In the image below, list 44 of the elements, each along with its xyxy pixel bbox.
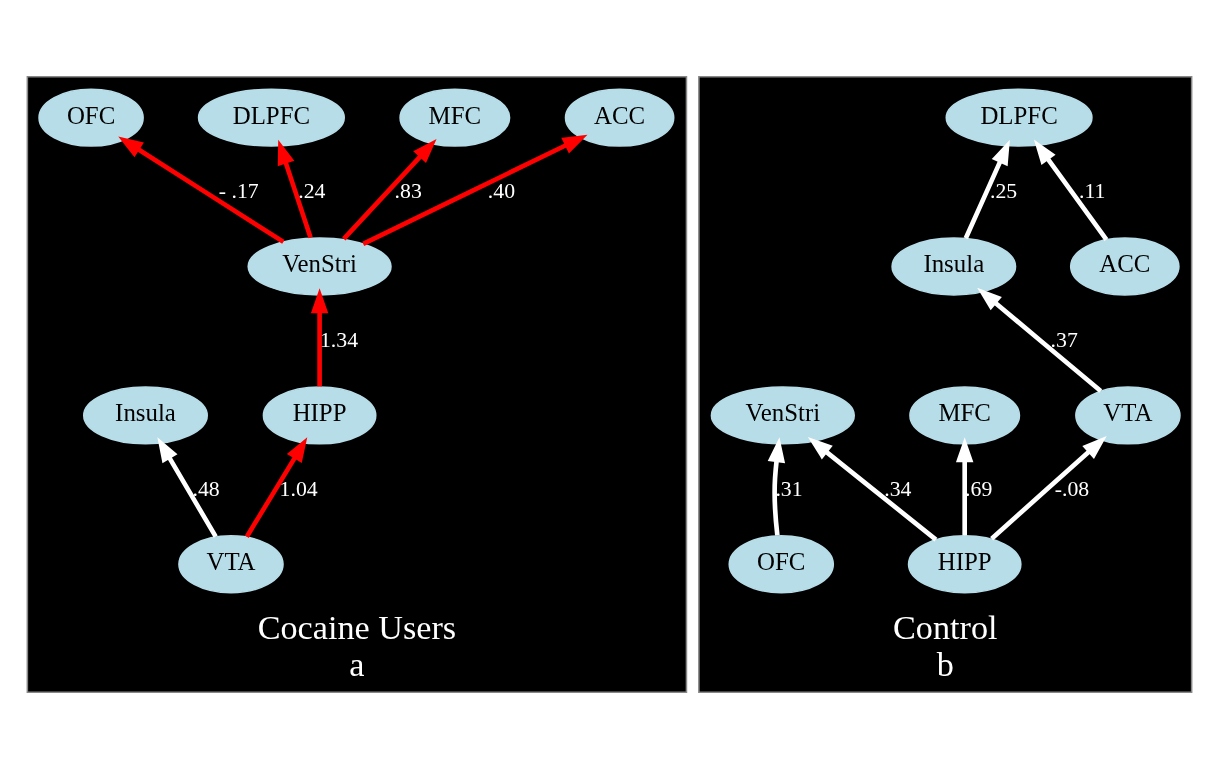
edge-label: .48 xyxy=(192,476,220,501)
node-ellipse: OFC xyxy=(728,535,835,594)
edge-label: .31 xyxy=(775,476,803,501)
node-ellipse: Insula xyxy=(891,237,1017,296)
node-ellipse: DLPFC xyxy=(197,88,345,147)
arrow xyxy=(767,437,786,536)
edge-label: .37 xyxy=(1050,327,1078,352)
node-ellipse: MFC xyxy=(909,386,1021,445)
edge-label: .40 xyxy=(487,178,516,203)
edge-label: .69 xyxy=(965,476,993,501)
node-ellipse: VenStri xyxy=(247,237,392,296)
node-ellipse: OFC xyxy=(38,88,144,147)
node-ellipse: HIPP xyxy=(907,535,1022,594)
edge-label: .34 xyxy=(884,476,912,501)
arrow xyxy=(118,136,285,244)
node-ellipse: DLPFC xyxy=(945,88,1093,147)
edge-label: -.08 xyxy=(1054,476,1090,501)
arrow xyxy=(977,287,1103,393)
edge-label: .83 xyxy=(394,178,422,203)
node-ellipse: Insula xyxy=(83,386,208,445)
edge-label: .11 xyxy=(1078,178,1106,203)
edge-label: 1.04 xyxy=(279,476,318,501)
node-ellipse: VTA xyxy=(1075,386,1181,445)
node-ellipse: ACC xyxy=(1069,237,1180,296)
arrow xyxy=(244,437,308,538)
node-ellipse: VenStri xyxy=(710,386,855,445)
edge-label: .24 xyxy=(298,178,326,203)
arrow xyxy=(342,138,437,241)
node-ellipse: MFC xyxy=(399,88,511,147)
node-ellipse: VTA xyxy=(178,535,284,594)
arrow xyxy=(1033,139,1109,241)
arrow xyxy=(963,139,1010,240)
node-ellipse: HIPP xyxy=(262,386,377,445)
arrow xyxy=(990,435,1107,541)
node-ellipse: ACC xyxy=(564,88,675,147)
edge-label: .25 xyxy=(989,178,1018,203)
arrow xyxy=(362,134,588,246)
arrow xyxy=(955,437,974,536)
edge-label: - .17 xyxy=(218,178,259,203)
arrow xyxy=(157,437,218,538)
arrow xyxy=(807,437,938,542)
edge-label: 1.34 xyxy=(319,327,359,352)
arrow xyxy=(310,288,329,387)
arrow xyxy=(277,139,313,239)
